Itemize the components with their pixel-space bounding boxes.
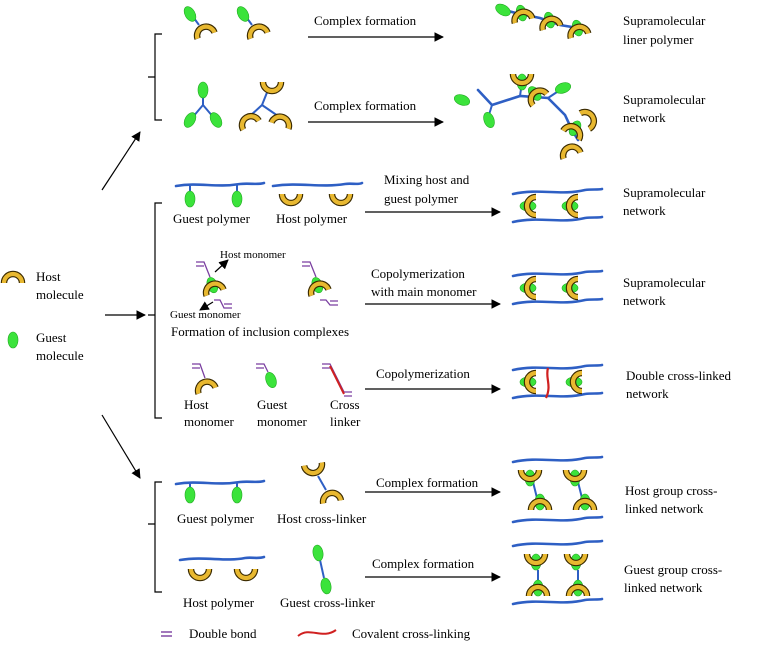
label-double-b-2: monomer [257, 414, 307, 429]
label-host-polymer: Host polymer [276, 211, 348, 226]
row-hostcl: Guest polymer Host cross-linker Complex … [174, 455, 717, 526]
legend-host-label-2: molecule [36, 287, 84, 302]
label-double-c-2: linker [330, 414, 361, 429]
bracket-bottom [148, 481, 162, 593]
arrow-mixing-label-2: guest polymer [384, 191, 459, 206]
legend-guest-label-2: molecule [36, 348, 84, 363]
legend-double-bond-label: Double bond [189, 626, 257, 641]
result-linear-2: liner polymer [623, 32, 694, 47]
legend-covalent-label: Covalent cross-linking [352, 626, 471, 641]
arrow-copoly-label-1: Copolymerization [371, 266, 465, 281]
label-guest-monomer: Guest monomer [170, 309, 241, 321]
row-linear: Complex formation Supramolecular liner p… [181, 1, 706, 47]
arrow-linear-label: Complex formation [314, 13, 417, 28]
result-copoly-2: network [623, 293, 666, 308]
arrow-double-label: Copolymerization [376, 366, 470, 381]
label-guestcl-left: Host polymer [183, 595, 255, 610]
row-mixing: Guest polymer Host polymer Mixing host a… [173, 172, 706, 226]
bifunctional-host-guest-2 [234, 4, 268, 39]
label-hostcl-left: Guest polymer [177, 511, 255, 526]
label-guestcl-right: Guest cross-linker [280, 595, 376, 610]
legend-covalent: Covalent cross-linking [297, 626, 471, 641]
result-mixing-1: Supramolecular [623, 185, 706, 200]
result-double-1: Double cross-linked [626, 368, 732, 383]
guest-polymer-illustration [174, 181, 266, 208]
double-network [511, 363, 604, 400]
legend-host: Host molecule [4, 269, 84, 302]
arrow-hostcl-label: Complex formation [376, 475, 479, 490]
label-double-b-1: Guest [257, 397, 288, 412]
label-double-a-2: monomer [184, 414, 234, 429]
label-double-a-1: Host [184, 397, 209, 412]
result-copoly-1: Supramolecular [623, 275, 706, 290]
host-crosslinked-network [511, 455, 604, 524]
label-double-c-1: Cross [330, 397, 360, 412]
guest-cross-linker-illustration [311, 543, 333, 596]
host-cross-linker-illustration [304, 463, 341, 504]
branch-arrow-up [101, 131, 141, 191]
result-linear-1: Supramolecular [623, 13, 706, 28]
cross-linker-illustration [322, 363, 352, 397]
legend-host-label-1: Host [36, 269, 61, 284]
branch-arrow-down [101, 414, 141, 479]
copoly-network [511, 269, 604, 306]
host-polymer-illustration [271, 181, 364, 203]
caption-inclusion: Formation of inclusion complexes [171, 324, 349, 339]
bracket-mid [148, 202, 162, 419]
inclusion-complex-1 [196, 261, 232, 309]
legend-double-bond: Double bond [161, 626, 257, 641]
result-guestcl-1: Guest group cross- [624, 562, 722, 577]
row-network: Complex formation Supramolecular network [181, 74, 706, 159]
result-hostcl-1: Host group cross- [625, 483, 717, 498]
inclusion-complex-2 [302, 261, 338, 306]
pointer-guest-monomer [199, 301, 214, 311]
guest-crosslinked-network [511, 539, 604, 606]
row-copoly: Host monomer Guest monomer Formation of … [170, 249, 706, 339]
result-hostcl-2: linked network [625, 501, 704, 516]
guest-monomer-illustration [256, 363, 279, 390]
row-double: Host monomer Guest monomer Cross linker … [184, 363, 732, 429]
supramolecular-linear-chain [493, 1, 589, 38]
supramolecular-network [452, 74, 597, 159]
legend-guest: Guest molecule [7, 330, 84, 363]
trifunctional-host [239, 82, 292, 130]
result-mixing-2: network [623, 203, 666, 218]
arrow-guestcl-label: Complex formation [372, 556, 475, 571]
guest-polymer-illustration-2 [174, 479, 266, 504]
arrow-network-label: Complex formation [314, 98, 417, 113]
arrow-copoly-label-2: with main monomer [371, 284, 477, 299]
arrow-mixing-label-1: Mixing host and [384, 172, 470, 187]
trifunctional-guest [181, 81, 225, 130]
row-guestcl: Host polymer Guest cross-linker Complex … [178, 539, 722, 610]
result-guestcl-2: linked network [624, 580, 703, 595]
bracket-top [148, 33, 162, 121]
host-polymer-illustration-2 [178, 555, 266, 578]
host-monomer-illustration [192, 363, 216, 394]
result-double-2: network [626, 386, 669, 401]
legend-guest-label-1: Guest [36, 330, 67, 345]
bifunctional-host-guest-1 [181, 4, 215, 39]
mixed-network [511, 187, 604, 224]
result-network-2: network [623, 110, 666, 125]
pointer-host-monomer [214, 259, 229, 273]
result-network-1: Supramolecular [623, 92, 706, 107]
label-host-monomer: Host monomer [220, 249, 286, 261]
label-hostcl-right: Host cross-linker [277, 511, 367, 526]
label-guest-polymer: Guest polymer [173, 211, 251, 226]
